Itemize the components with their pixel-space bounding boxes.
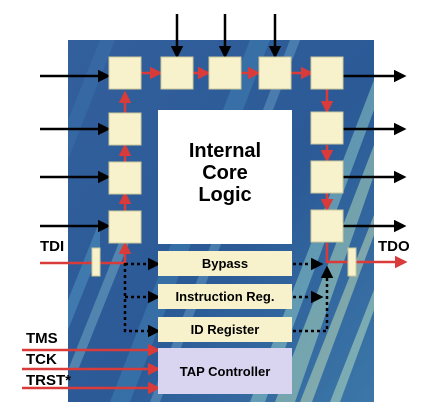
trst-label: TRST* bbox=[26, 372, 71, 389]
scan-cell bbox=[108, 112, 142, 146]
core-label-line1: Internal bbox=[188, 140, 262, 162]
scan-cell bbox=[310, 160, 344, 194]
left-io-arrows bbox=[40, 69, 111, 233]
tdo-pad bbox=[347, 247, 357, 277]
tms-label: TMS bbox=[26, 330, 58, 347]
bypass-register bbox=[158, 251, 292, 276]
tdo-label: TDO bbox=[378, 238, 410, 255]
scan-cell bbox=[108, 161, 142, 195]
top-io-arrows bbox=[170, 14, 282, 59]
right-io-arrows bbox=[343, 69, 407, 233]
internal-core-logic bbox=[158, 110, 292, 244]
scan-cell bbox=[208, 56, 242, 90]
bypass-label: Bypass bbox=[201, 256, 249, 271]
id-register-label: ID Register bbox=[190, 322, 260, 337]
core-label-line2: Core bbox=[202, 162, 248, 184]
scan-cell bbox=[258, 56, 292, 90]
boundary-scan-cells bbox=[108, 56, 344, 244]
tdi-pad bbox=[91, 247, 101, 277]
tap-controller bbox=[158, 348, 292, 394]
scan-cell bbox=[108, 210, 142, 244]
tck-label: TCK bbox=[26, 351, 57, 368]
tdi-label: TDI bbox=[40, 238, 65, 255]
instruction-register-label: Instruction Reg. bbox=[175, 289, 275, 304]
instruction-register bbox=[158, 284, 292, 309]
id-register bbox=[158, 317, 292, 342]
scan-cell bbox=[310, 56, 344, 90]
scan-cell bbox=[310, 209, 344, 243]
tap-controller-label: TAP Controller bbox=[179, 363, 271, 379]
core-logic-label: Internal Core Logic bbox=[158, 140, 292, 206]
scan-cell bbox=[160, 56, 194, 90]
core-label-line3: Logic bbox=[198, 184, 252, 206]
scan-cell bbox=[108, 56, 142, 90]
register-select-path bbox=[123, 257, 334, 338]
scan-cell bbox=[310, 111, 344, 145]
